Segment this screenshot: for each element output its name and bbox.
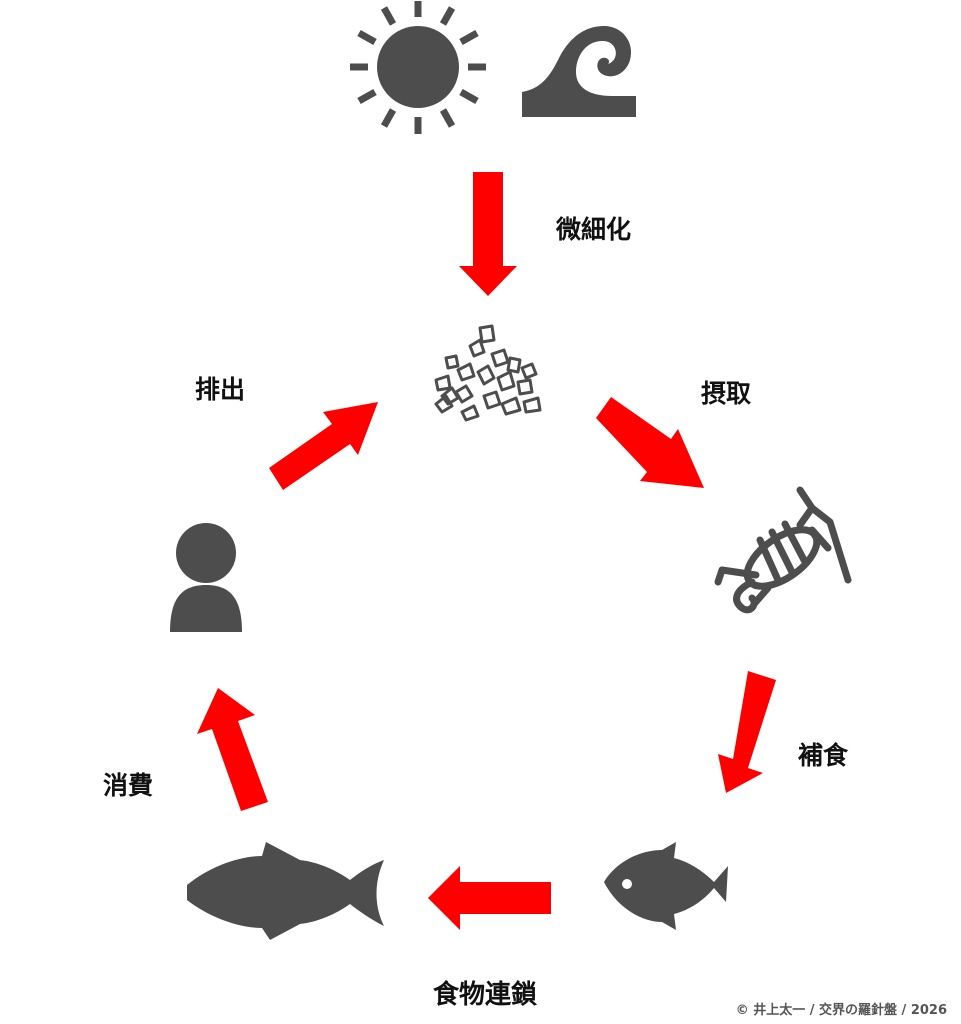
sun-icon — [350, 1, 486, 134]
label-food-chain: 食物連鎖 — [433, 980, 538, 1010]
tuna-icon — [187, 842, 384, 940]
label-consume: 消費 — [103, 771, 154, 800]
arrow-to-crustacean — [596, 397, 704, 488]
arrow-to-plastic — [269, 402, 378, 490]
arrow-left — [428, 866, 551, 930]
arrow-to-small-fish — [718, 671, 776, 793]
label-excrete: 排出 — [195, 375, 246, 404]
arrow-up-to-person — [197, 688, 268, 811]
crustacean-icon — [714, 486, 852, 614]
label-ingest: 摂取 — [701, 379, 752, 408]
microplastic-icon — [434, 324, 542, 422]
arrow-down — [459, 172, 517, 296]
label-predation: 補食 — [798, 741, 849, 770]
person-icon — [170, 523, 242, 632]
credit-text: © 井上太一 / 交界の羅針盤 / 2026 — [735, 1003, 947, 1018]
label-micronize: 微細化 — [556, 215, 632, 244]
wave-icon — [522, 26, 636, 117]
small-fish-icon — [604, 842, 728, 930]
